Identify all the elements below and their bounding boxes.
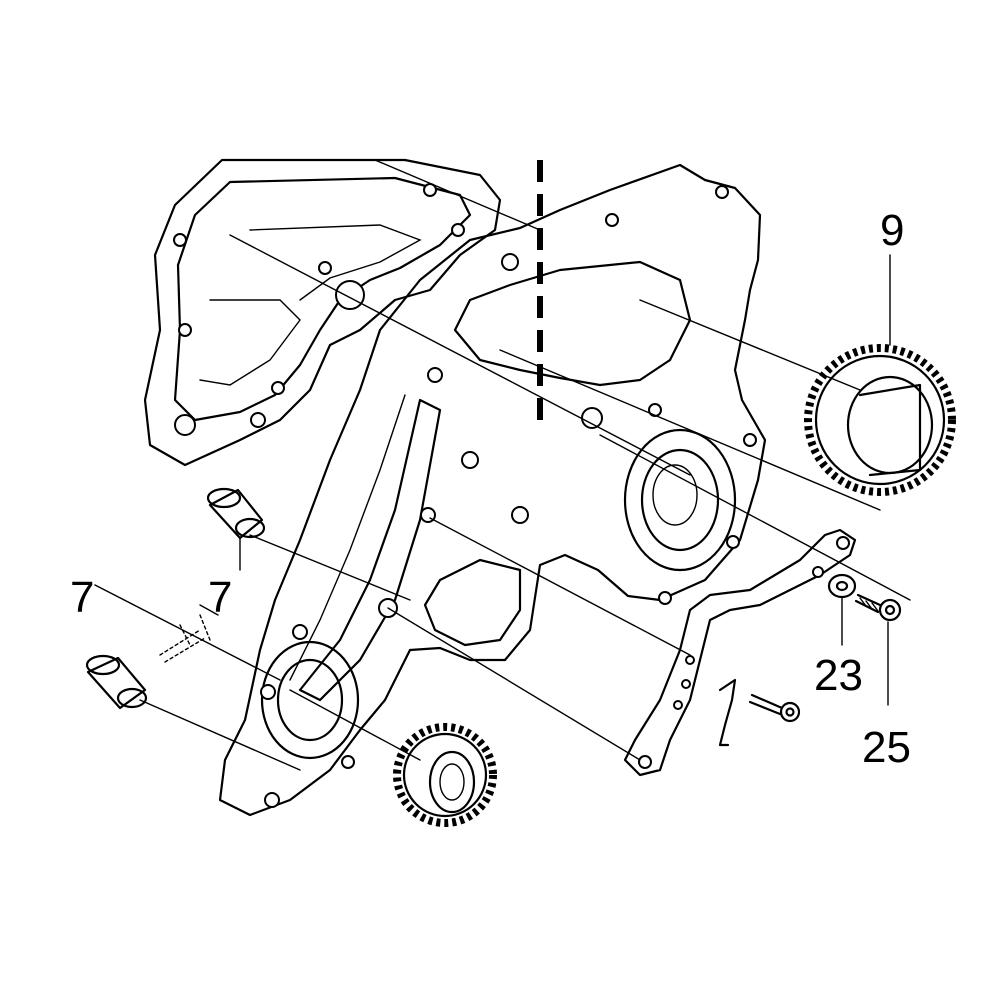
gear-9 — [804, 344, 956, 496]
bushing-upper — [206, 487, 266, 571]
small-bolt — [748, 693, 801, 723]
part-label-23: 23 — [814, 651, 863, 700]
part-label-7: 7 — [208, 573, 232, 622]
washer-23 — [827, 573, 857, 646]
part-label-9: 9 — [880, 206, 904, 255]
part-label-7-partial: 7 — [70, 573, 94, 622]
dowel-pin — [159, 604, 219, 663]
gasket — [143, 158, 502, 467]
assembly-lines — [94, 159, 911, 771]
bolt-25 — [854, 593, 902, 706]
timing-cover — [218, 163, 767, 817]
crank-gear — [393, 723, 497, 827]
bracket-plate — [623, 528, 857, 777]
bushing-lower — [85, 654, 148, 710]
part-label-25: 25 — [862, 723, 911, 772]
